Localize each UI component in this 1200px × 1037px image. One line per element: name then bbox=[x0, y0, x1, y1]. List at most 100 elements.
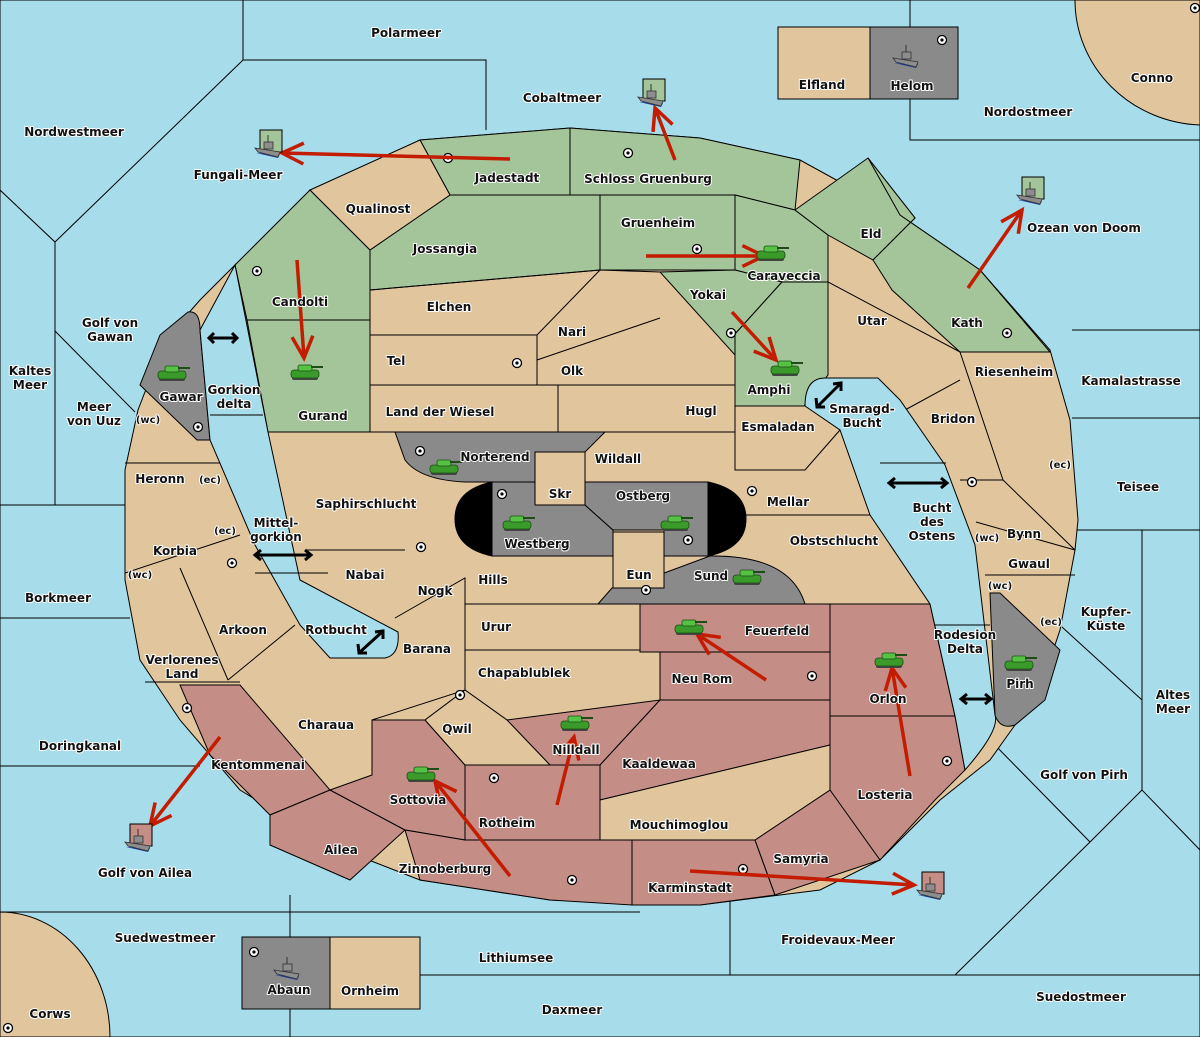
label-bucht-des-ostens-1: Bucht bbox=[912, 501, 951, 515]
territory-corws[interactable] bbox=[0, 911, 111, 1037]
label-tel: Tel bbox=[387, 354, 406, 368]
army-tank-icon[interactable] bbox=[732, 569, 765, 585]
units bbox=[124, 45, 1045, 980]
arrowhead-icon bbox=[651, 104, 674, 133]
double-arrow-icon bbox=[206, 331, 240, 345]
order-arrow bbox=[966, 206, 1025, 289]
supply-center-icon bbox=[1001, 327, 1013, 339]
label-gorkion-delta-2: delta bbox=[217, 397, 252, 411]
label-gwaul: Gwaul bbox=[1008, 557, 1050, 571]
army-tank-icon[interactable] bbox=[770, 360, 803, 376]
fleet-ship-icon[interactable] bbox=[916, 871, 945, 900]
supply-center-icon bbox=[251, 265, 263, 277]
label-yokai: Yokai bbox=[689, 288, 726, 302]
army-tank-icon[interactable] bbox=[660, 515, 693, 531]
label-utar: Utar bbox=[857, 314, 887, 328]
label-doringkanal: Doringkanal bbox=[39, 739, 121, 753]
label-rotbucht: Rotbucht bbox=[305, 623, 367, 637]
label-feuerfeld: Feuerfeld bbox=[745, 624, 810, 638]
label-altes-meer-1: Altes bbox=[1156, 688, 1190, 702]
label-bynn-west-coast: (wc) bbox=[975, 533, 999, 544]
label-nabai: Nabai bbox=[346, 568, 385, 582]
label-charaua: Charaua bbox=[298, 718, 354, 732]
label-rotheim: Rotheim bbox=[479, 816, 536, 830]
label-suedwestmeer: Suedwestmeer bbox=[115, 931, 216, 945]
label-caraveccia: Caraveccia bbox=[747, 269, 820, 283]
label-bynn: Bynn bbox=[1007, 527, 1041, 541]
army-tank-icon[interactable] bbox=[429, 459, 462, 475]
territory-mouchimoglou[interactable] bbox=[599, 744, 831, 841]
label-qualinost: Qualinost bbox=[346, 202, 411, 216]
fleet-ship-icon[interactable] bbox=[892, 45, 919, 68]
army-tank-icon[interactable] bbox=[502, 515, 535, 531]
army-tank-icon[interactable] bbox=[157, 365, 190, 381]
territory-skr[interactable] bbox=[534, 451, 586, 506]
order-arrows bbox=[147, 104, 1025, 896]
label-elfland: Elfland bbox=[799, 78, 845, 92]
supply-center-icon bbox=[737, 863, 749, 875]
supply-center-icon bbox=[640, 584, 652, 596]
label-karminstadt: Karminstadt bbox=[648, 881, 732, 895]
label-gorkion-delta-1: Gorkion bbox=[208, 383, 261, 397]
army-tank-icon[interactable] bbox=[406, 766, 439, 782]
label-land-der-wiesel: Land der Wiesel bbox=[386, 405, 495, 419]
label-bynn-east-coast: (ec) bbox=[1049, 460, 1071, 471]
order-arrow bbox=[730, 310, 779, 363]
arrowhead-icon bbox=[1000, 206, 1025, 234]
double-arrow-icon bbox=[814, 381, 843, 409]
double-arrow-icon bbox=[356, 629, 385, 655]
label-chapablublek: Chapablublek bbox=[478, 666, 571, 680]
army-tank-icon[interactable] bbox=[560, 715, 593, 731]
double-arrow-icon bbox=[886, 476, 950, 490]
label-golf-von-pirh: Golf von Pirh bbox=[1040, 768, 1128, 782]
connection-arrows bbox=[206, 331, 994, 706]
label-amphi: Amphi bbox=[747, 383, 790, 397]
supply-center-icon bbox=[415, 541, 427, 553]
label-westberg: Westberg bbox=[504, 537, 569, 551]
label-zinnoberburg: Zinnoberburg bbox=[399, 862, 491, 876]
label-gwaul-west-coast: (wc) bbox=[988, 581, 1012, 592]
fleet-ship-icon[interactable] bbox=[273, 957, 300, 980]
label-kupfer-kueste-1: Kupfer- bbox=[1081, 605, 1131, 619]
army-tank-icon[interactable] bbox=[756, 245, 789, 261]
territory-elfland[interactable] bbox=[777, 26, 871, 100]
territory-amphi[interactable] bbox=[734, 281, 829, 407]
label-gruenheim: Gruenheim bbox=[621, 216, 695, 230]
army-tank-icon[interactable] bbox=[290, 364, 323, 380]
territory-ornheim[interactable] bbox=[329, 936, 421, 1010]
army-tank-icon[interactable] bbox=[874, 652, 907, 668]
label-suedostmeer: Suedostmeer bbox=[1036, 990, 1126, 1004]
territory-conno[interactable] bbox=[1074, 0, 1200, 126]
sea-gorkion[interactable] bbox=[199, 263, 399, 659]
fleet-ship-icon[interactable] bbox=[1016, 176, 1045, 205]
sea-bucht-des-ostens[interactable] bbox=[804, 377, 997, 772]
label-froidevaux-meer: Froidevaux-Meer bbox=[781, 933, 895, 947]
army-tank-icon[interactable] bbox=[1004, 655, 1037, 671]
supply-center-icon bbox=[691, 243, 703, 255]
fleet-ship-icon[interactable] bbox=[637, 78, 666, 107]
supply-center-icon bbox=[414, 445, 426, 457]
label-bridon: Bridon bbox=[931, 412, 976, 426]
double-arrow-icon bbox=[252, 548, 314, 562]
label-sottovia: Sottovia bbox=[390, 793, 447, 807]
label-verlorenes-land-2: Land bbox=[166, 667, 199, 681]
label-verlorenes-land-1: Verlorenes bbox=[146, 653, 219, 667]
supply-center-icon bbox=[192, 421, 204, 433]
fleet-ship-icon[interactable] bbox=[254, 129, 283, 158]
label-skr: Skr bbox=[549, 487, 572, 501]
label-arkoon: Arkoon bbox=[219, 623, 267, 637]
label-heronn: Heronn bbox=[135, 472, 184, 486]
territory-eun[interactable] bbox=[612, 531, 665, 589]
label-heronn-east-coast: (ec) bbox=[199, 475, 221, 486]
impassable-east bbox=[707, 481, 747, 557]
order-arrow bbox=[277, 141, 511, 166]
order-arrow bbox=[290, 259, 315, 363]
territory-gruenheim[interactable] bbox=[599, 194, 736, 271]
fleet-ship-icon[interactable] bbox=[124, 823, 153, 852]
label-gwaul-east-coast: (ec) bbox=[1040, 617, 1062, 628]
army-tank-icon[interactable] bbox=[674, 619, 707, 635]
label-neu-rom: Neu Rom bbox=[672, 672, 733, 686]
label-eun: Eun bbox=[626, 568, 651, 582]
label-smaragd-bucht-1: Smaragd- bbox=[829, 402, 894, 416]
label-samyria: Samyria bbox=[773, 852, 828, 866]
